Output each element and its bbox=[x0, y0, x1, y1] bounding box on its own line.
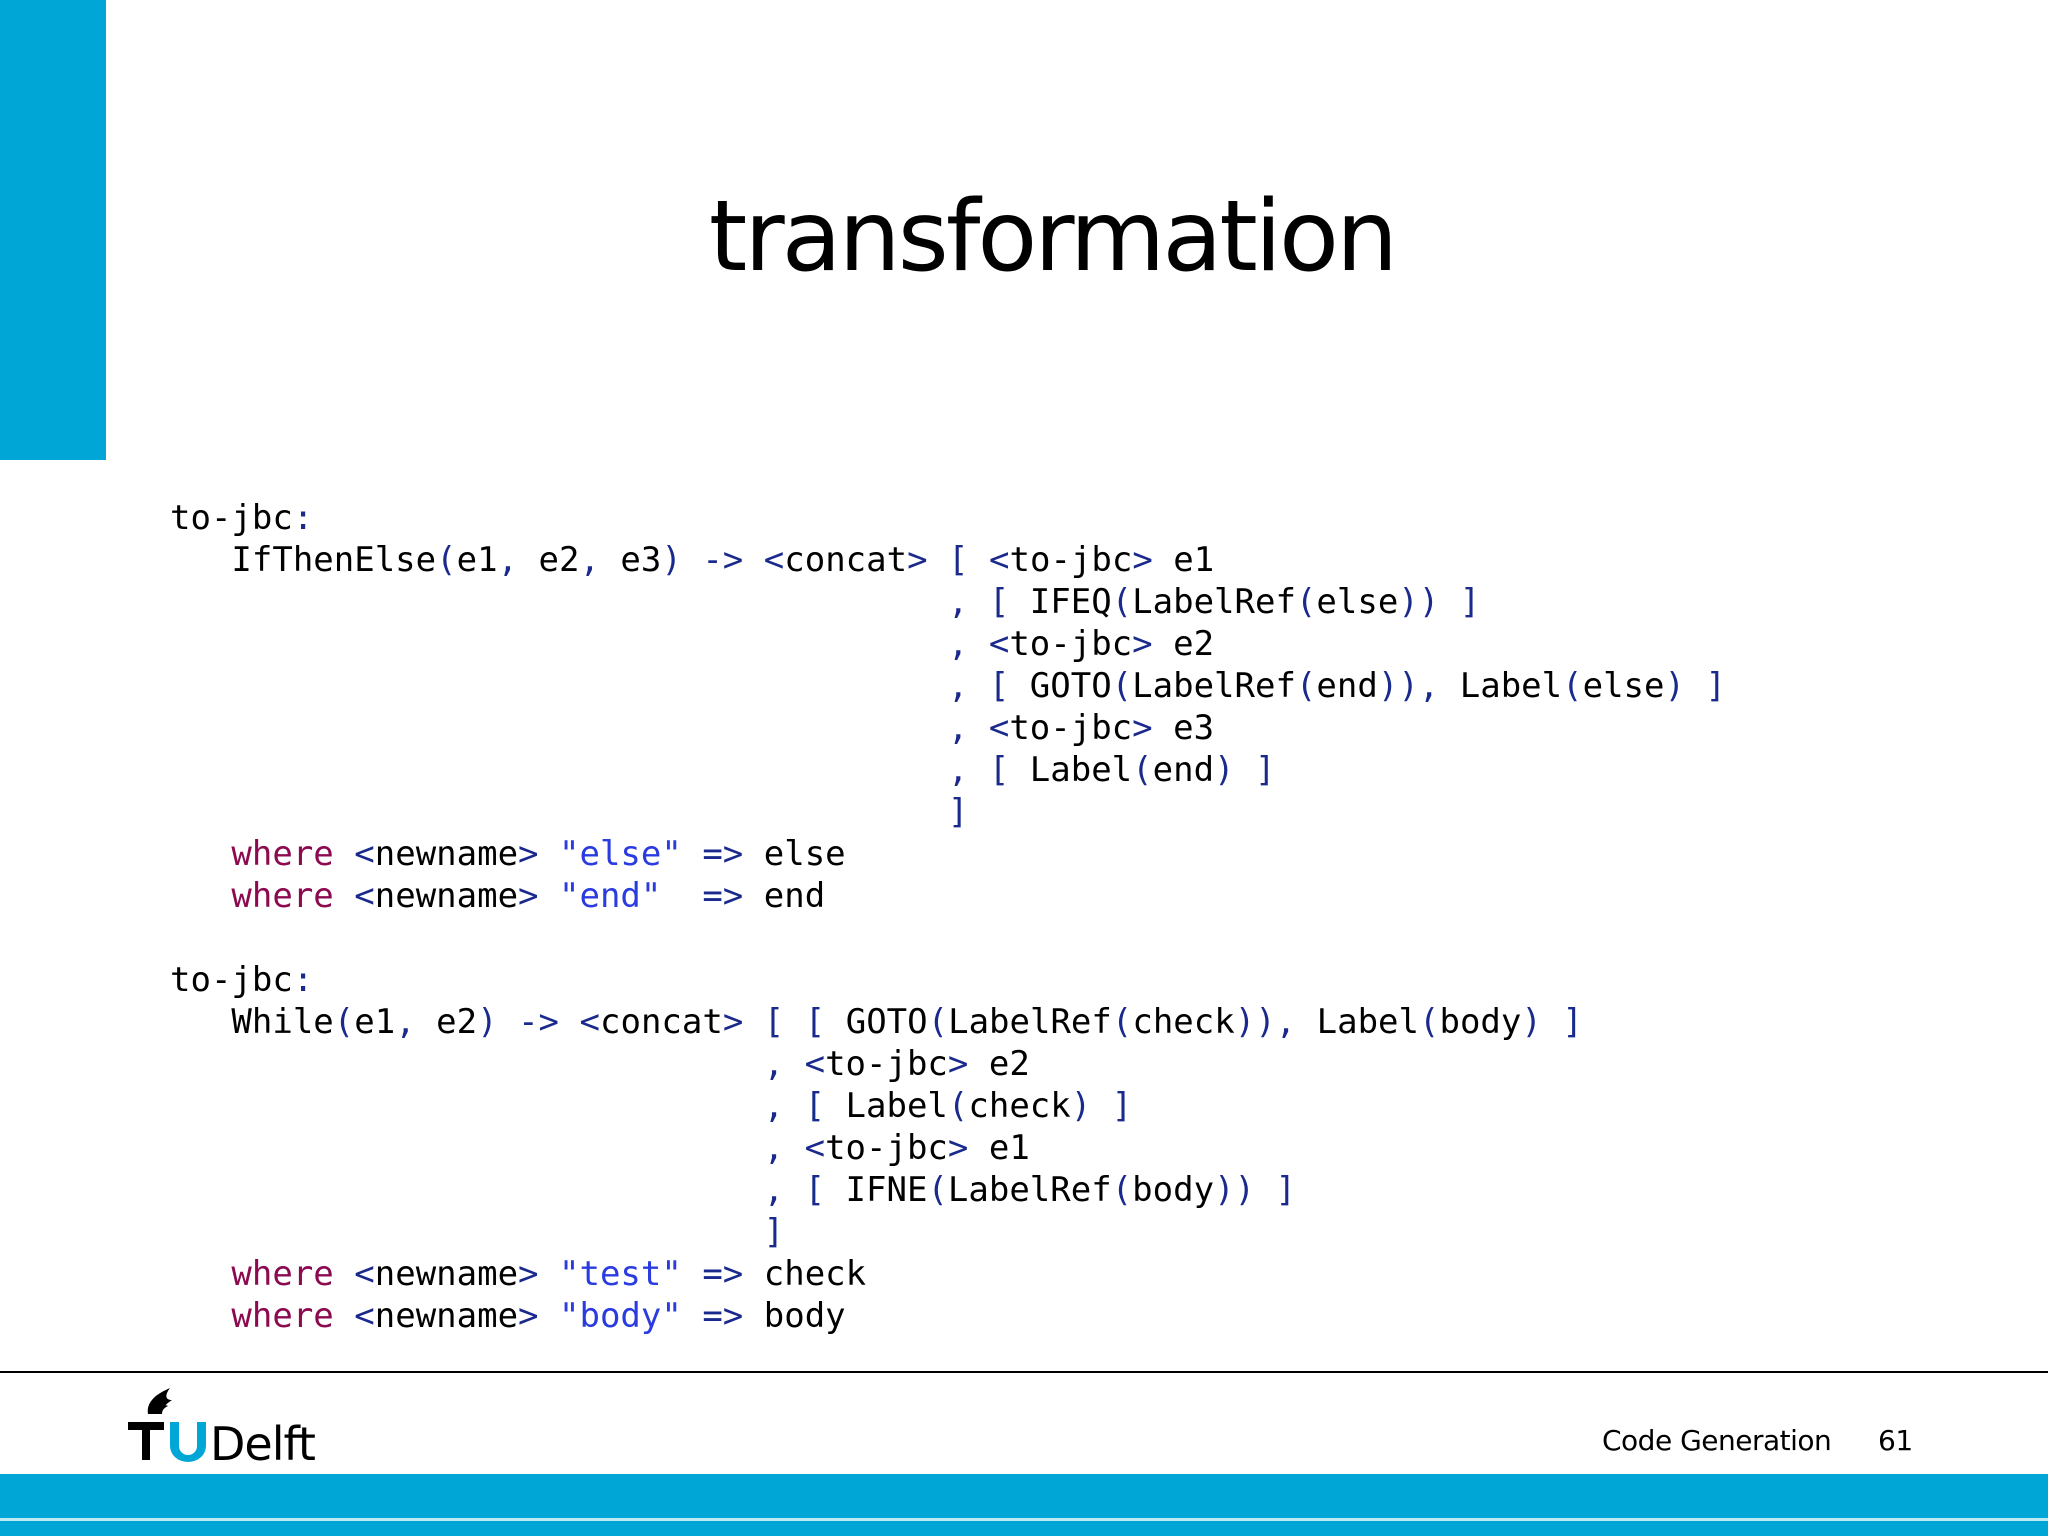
course-name: Code Generation bbox=[1602, 1424, 1832, 1457]
code-line: , [ Label(end) ] bbox=[947, 750, 1276, 790]
code-line: to-jbc: bbox=[170, 960, 314, 1000]
page-number: 61 bbox=[1878, 1424, 1913, 1457]
code-line: where <newname> "test" => check bbox=[231, 1254, 867, 1294]
code-line: where <newname> "end" => end bbox=[231, 876, 826, 916]
code-line: , <to-jbc> e1 bbox=[763, 1128, 1030, 1168]
code-line: ] bbox=[763, 1212, 785, 1252]
bottom-band bbox=[0, 1474, 2048, 1536]
svg-text:Delft: Delft bbox=[210, 1417, 315, 1464]
code-line bbox=[170, 917, 1726, 959]
code-line: where <newname> "body" => body bbox=[231, 1296, 846, 1336]
code-line: IfThenElse(e1, e2, e3) -> <concat> [ <to… bbox=[170, 540, 1215, 580]
tu-delft-logo: Delft bbox=[128, 1388, 316, 1464]
footer-divider bbox=[0, 1371, 2048, 1373]
code-block: to-jbc: IfThenElse(e1, e2, e3) -> <conca… bbox=[170, 497, 1726, 1337]
bottom-band-line bbox=[0, 1518, 2048, 1521]
code-line: to-jbc: bbox=[170, 498, 314, 538]
flame-icon bbox=[147, 1388, 172, 1414]
accent-bar bbox=[0, 0, 106, 460]
logo-letters: Delft bbox=[128, 1417, 316, 1464]
code-line: , <to-jbc> e2 bbox=[947, 624, 1215, 664]
code-line: ] bbox=[947, 792, 969, 832]
code-line: , [ IFEQ(LabelRef(else)) ] bbox=[947, 582, 1481, 622]
code-line: , [ Label(check) ] bbox=[763, 1086, 1133, 1126]
code-line: , <to-jbc> e3 bbox=[947, 708, 1215, 748]
code-line: , [ IFNE(LabelRef(body)) ] bbox=[763, 1170, 1296, 1210]
code-line: While(e1, e2) -> <concat> [ [ GOTO(Label… bbox=[170, 1002, 1583, 1042]
code-line: , [ GOTO(LabelRef(end)), Label(else) ] bbox=[947, 666, 1726, 706]
slide-title: transformation bbox=[708, 180, 1398, 294]
code-line: where <newname> "else" => else bbox=[231, 834, 846, 874]
code-line: , <to-jbc> e2 bbox=[763, 1044, 1030, 1084]
